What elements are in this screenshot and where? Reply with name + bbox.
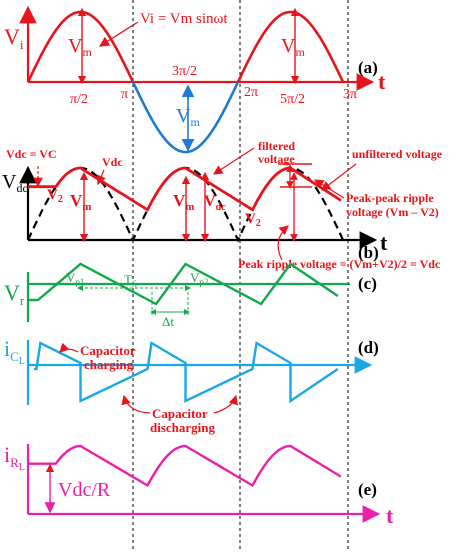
tick-3pi: 3π — [343, 87, 357, 102]
dt-label: Δt — [162, 314, 174, 329]
ts-label: TS — [124, 272, 137, 289]
panel-e-x-label: t — [386, 503, 394, 528]
panel-d-tag: (d) — [358, 338, 379, 357]
panel-d: iCL (d) Capacitor charging Capacitor dis… — [4, 336, 379, 435]
panel-d-y-label: iCL — [4, 336, 25, 367]
charging-label-2: charging — [84, 357, 134, 372]
filtered-label-2: voltage — [258, 152, 295, 166]
tick-pi: π — [121, 87, 128, 102]
panel-c-tag: (c) — [358, 274, 377, 293]
ripple-peak-label: Peak ripple voltage = (Vm+V2)/2 = Vdc — [238, 257, 441, 271]
vm-label-left: Vm — [68, 35, 92, 59]
panel-b-y-label: Vdc — [2, 171, 28, 195]
discharging-label-2: discharging — [150, 420, 216, 435]
vdc-eq-vc-label: Vdc = VC — [6, 147, 57, 161]
charging-pointer — [59, 342, 79, 353]
ripple-pp-pointer — [313, 179, 345, 199]
filtered-pointer — [212, 147, 255, 175]
panel-b-x-label: t — [380, 230, 388, 255]
panel-e: iRL t (e) Vdc/R — [4, 442, 394, 528]
vm-label-blue: Vm — [176, 105, 200, 129]
vdc-top-pointer — [96, 169, 106, 186]
v2-right-label: V2 — [245, 211, 261, 229]
panel-e-y-label: iRL — [4, 442, 25, 473]
vm-label-right: Vm — [281, 35, 305, 59]
discharging-label-1: Capacitor — [152, 406, 208, 421]
unfiltered-label: unfiltered voltage — [352, 147, 443, 161]
vdc-r-label: Vdc/R — [58, 479, 111, 501]
panel-b: Vdc t (b) Vdc = VC V2 Vdc Vm Vm Vdc V2 f… — [2, 139, 443, 271]
panel-a-y-label: Vi — [4, 24, 24, 52]
unfiltered-pointer — [321, 163, 357, 191]
vm-b-left-label: Vm — [70, 191, 91, 213]
tick-2pi: 2π — [244, 85, 258, 100]
filtered-voltage-curve — [28, 166, 342, 212]
panel-e-tag: (e) — [358, 480, 377, 499]
panel-c-y-label: Vr — [4, 280, 25, 308]
panel-a-tag: (a) — [358, 58, 378, 77]
sine-negative-half — [131, 81, 240, 154]
ripple-peak-pointer — [277, 225, 289, 261]
equation-label: Vi = Vm sinωt — [140, 11, 228, 27]
discharging-pointer-right — [213, 394, 238, 414]
vp2-label: Vp2 — [190, 270, 208, 287]
panel-a-x-label: t — [378, 69, 386, 94]
tick-3pi-2: 3π/2 — [172, 64, 197, 79]
ripple-pp-label-1: Peak-peak ripple — [346, 191, 434, 205]
sine-positive-half-2 — [236, 10, 345, 83]
equation-pointer — [98, 21, 139, 47]
ripple-pp-label-2: voltage (Vm – V2) — [346, 205, 439, 219]
vm-b-mid-label: Vm — [173, 191, 194, 213]
guide-lines — [132, 0, 349, 550]
tick-pi-2: π/2 — [70, 92, 88, 107]
capacitor-current-curve — [34, 341, 339, 404]
v2-left-label: V2 — [47, 187, 63, 205]
charging-label-1: Capacitor — [80, 343, 136, 358]
ripple-voltage-curve — [28, 262, 339, 306]
panel-b-tag: (b) — [358, 243, 379, 262]
vdc-top-label: Vdc — [102, 155, 123, 169]
vp1-label: Vp1 — [66, 270, 84, 287]
panel-c: Vr (c) Vp1 Vp2 TS Δt — [4, 262, 377, 329]
discharging-pointer-left — [121, 394, 151, 414]
vdc-b-mid-label: Vdc — [204, 193, 226, 213]
filtered-label-1: filtered — [258, 139, 295, 153]
tick-5pi-2: 5π/2 — [280, 92, 305, 107]
panel-a: Vi t (a) Vm Vm Vm Vi = Vm sinωt π/2 π 3π… — [4, 5, 386, 154]
load-current-curve — [28, 444, 342, 488]
